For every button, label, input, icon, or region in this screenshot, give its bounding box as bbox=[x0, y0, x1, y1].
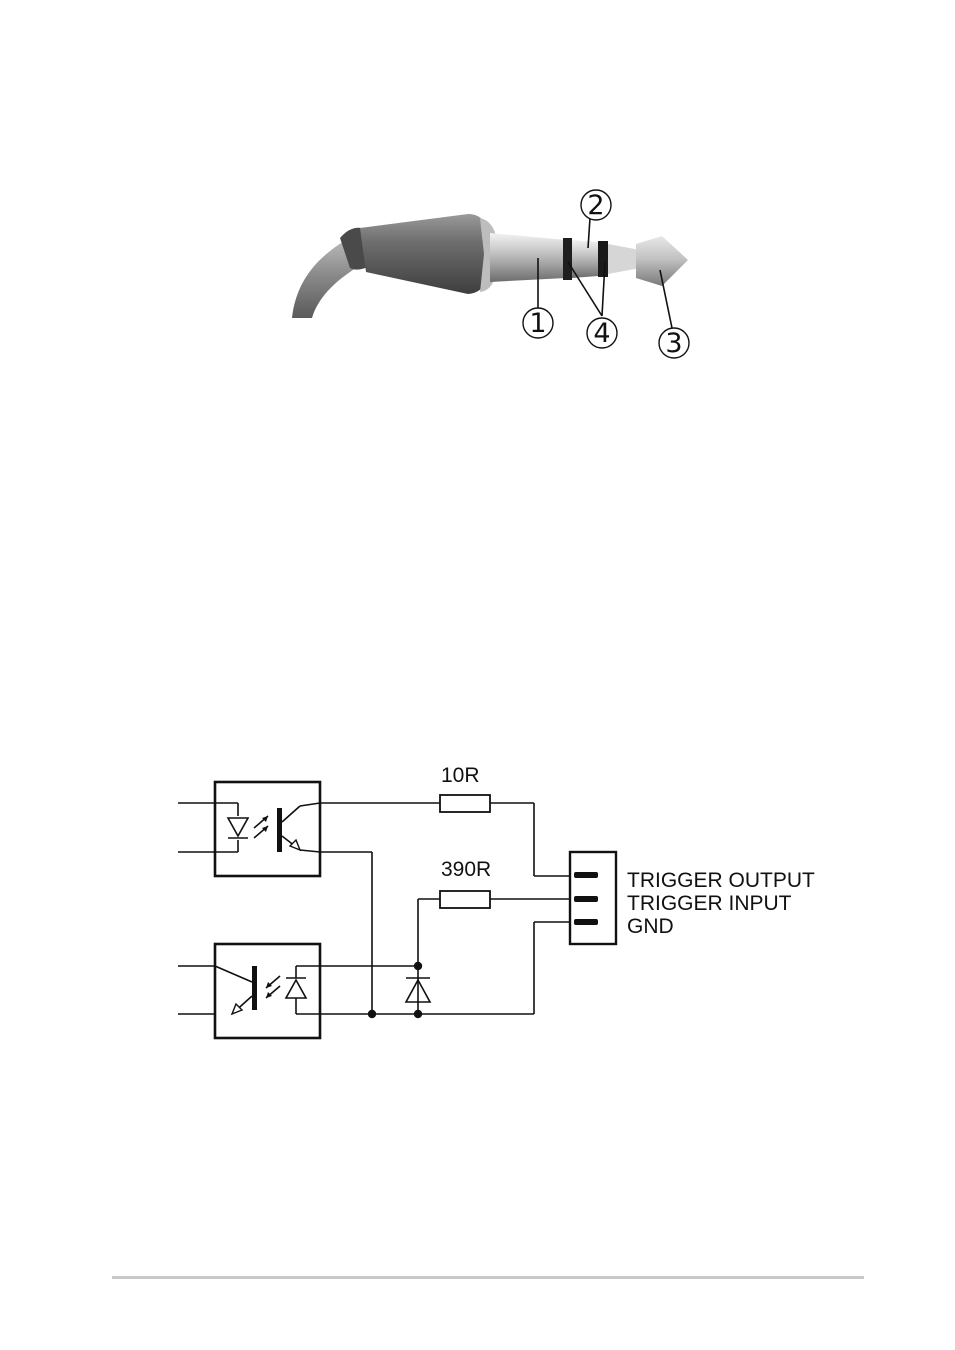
pin-label-trigger-output: TRIGGER OUTPUT bbox=[627, 869, 815, 892]
phototransistor-base-bar bbox=[277, 808, 282, 852]
connector-pin bbox=[574, 919, 598, 925]
pin-label-trigger-input: TRIGGER INPUT bbox=[627, 892, 792, 915]
pin-label-gnd: GND bbox=[627, 915, 674, 938]
trigger-connector bbox=[570, 852, 616, 944]
resistor-10r: 10R bbox=[440, 764, 490, 812]
junction-dot bbox=[414, 1010, 422, 1018]
optocoupler-input bbox=[178, 944, 320, 1038]
junction-dot bbox=[414, 962, 422, 970]
junction-dot bbox=[368, 1010, 376, 1018]
resistor-390r: 390R bbox=[440, 858, 491, 908]
optocoupler-output bbox=[178, 782, 320, 876]
connector-pin bbox=[574, 896, 598, 902]
phototransistor-base-bar-2 bbox=[252, 966, 257, 1010]
footer-rule bbox=[112, 1276, 864, 1279]
protection-diode bbox=[404, 966, 432, 1014]
connector-pin bbox=[574, 872, 598, 878]
svg-text:10R: 10R bbox=[441, 764, 480, 787]
svg-text:390R: 390R bbox=[441, 858, 491, 881]
